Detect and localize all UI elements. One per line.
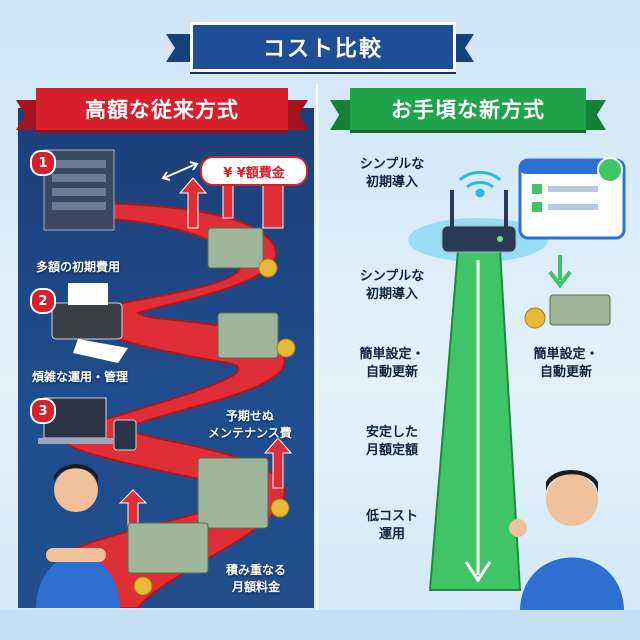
coin	[270, 498, 290, 518]
point-label-5: 低コスト 運用	[365, 509, 418, 542]
step-badge-1: 1	[30, 150, 56, 176]
browser-window-icon	[518, 157, 626, 240]
title-ribbon: コスト比較	[190, 22, 456, 72]
panel-divider	[316, 84, 318, 610]
double-arrow-icon	[161, 161, 199, 181]
step-label-initial-cost: 多額の初期費用	[36, 260, 121, 274]
traditional-method-banner: 高額な従来方式	[36, 88, 288, 130]
step-label-maintenance: 予期せぬ メンテナンス費	[208, 409, 292, 440]
down-arrow-icon	[464, 260, 492, 583]
wifi-icon	[458, 171, 502, 198]
coin	[276, 338, 296, 358]
cash-stack	[197, 457, 269, 529]
point-label-2: シンプルな 初期導入	[359, 269, 425, 302]
step-badge-3: 3	[30, 398, 56, 424]
label-monthly-fees: 積み重なる 月額料金	[226, 563, 287, 594]
coin	[133, 576, 153, 596]
router-icon	[441, 190, 517, 253]
up-arrow	[118, 489, 148, 529]
point-label-4: 安定した 月額定額	[365, 425, 418, 458]
step-badge-2: 2	[30, 288, 56, 314]
red-cost-path	[36, 149, 296, 608]
cost-tag: ¥ ¥額費金	[200, 156, 308, 186]
coin	[258, 258, 278, 278]
small-money-stack	[524, 294, 611, 329]
happy-person-icon	[509, 470, 624, 610]
new-method-graphics	[408, 157, 626, 610]
up-arrow	[263, 437, 293, 489]
new-method-title: お手頃な新方式	[391, 98, 545, 122]
cash-stack	[127, 522, 209, 574]
cash-stack	[207, 227, 264, 269]
page-title: コスト比較	[262, 37, 383, 62]
point-label-1: シンプルな 初期導入	[359, 157, 425, 190]
traditional-method-title: 高額な従来方式	[85, 98, 239, 122]
cash-stack	[217, 312, 279, 359]
money-stacks	[127, 227, 296, 596]
green-beam	[428, 249, 522, 591]
up-arrow	[178, 177, 208, 229]
new-method-banner: お手頃な新方式	[350, 88, 586, 130]
worried-person-icon	[36, 464, 120, 608]
green-down-arrow-icon	[548, 255, 572, 289]
side-label-auto-update: 簡単設定・ 自動更新	[533, 347, 599, 380]
step-label-operations: 煩雑な運用・管理	[32, 370, 129, 384]
bottom-band	[0, 610, 640, 640]
printer-icon	[51, 283, 128, 363]
point-label-3: 簡単設定・ 自動更新	[359, 347, 425, 380]
